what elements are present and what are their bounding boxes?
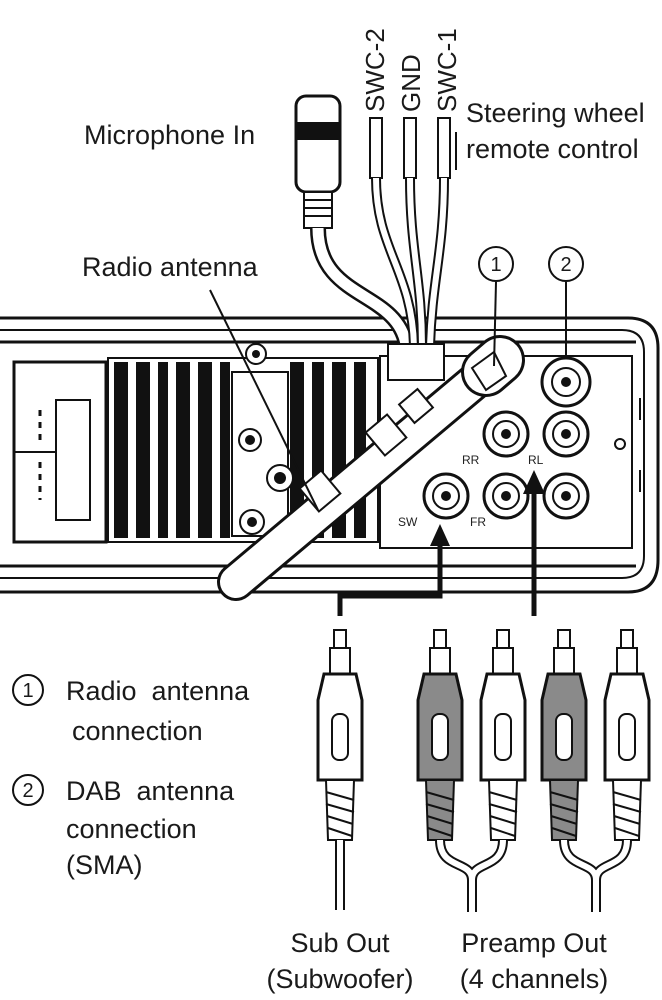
label-swc2: SWC-2 <box>360 28 390 112</box>
legend-number-2: 2 <box>22 780 33 802</box>
jack-rr <box>482 410 530 458</box>
jack-dab <box>540 356 592 408</box>
label-sub-out-line2: (Subwoofer) <box>266 964 413 994</box>
label-sub-out-line1: Sub Out <box>290 928 390 958</box>
label-steering-line2: remote control <box>466 134 639 164</box>
legend-text-1-line1: Radio antenna <box>66 676 250 706</box>
radio-antenna-cable <box>217 335 525 601</box>
legend-text-2-line3: (SMA) <box>66 850 143 880</box>
port-label-rl: RL <box>528 453 544 467</box>
port-label-sw: SW <box>398 515 418 529</box>
microphone-cable <box>294 94 414 347</box>
leader-callout-1 <box>493 281 497 367</box>
arrow-preamp-out <box>523 470 545 616</box>
leader-radio-antenna <box>209 289 319 511</box>
legend-text-2-line1: DAB antenna <box>66 776 235 806</box>
jack-rl <box>542 410 590 458</box>
label-preamp-out-line2: (4 channels) <box>460 964 609 994</box>
legend-number-1: 1 <box>22 680 33 702</box>
label-swc1: SWC-1 <box>432 28 462 112</box>
legend-text-2-line2: connection <box>66 814 197 844</box>
callout-number-1: 1 <box>490 254 501 276</box>
legend-item-2: 2 DAB antenna connection (SMA) <box>12 774 235 880</box>
jack-fl <box>542 472 590 520</box>
label-radio-antenna: Radio antenna <box>82 252 259 282</box>
label-microphone-in: Microphone In <box>84 120 255 150</box>
port-label-fr: FR <box>470 515 486 529</box>
preamp-out-cable-pair-1 <box>416 628 527 912</box>
callout-circle-2 <box>548 246 584 282</box>
jack-fr <box>482 472 530 520</box>
label-gnd: GND <box>396 54 426 112</box>
legend-circle-1 <box>12 674 44 706</box>
legend: 1 Radio antenna connection 2 DAB antenna… <box>12 674 250 880</box>
sub-out-cable <box>316 628 364 910</box>
port-label-rr: RR <box>462 453 480 467</box>
jack-sw <box>422 472 470 520</box>
legend-circle-2 <box>12 774 44 806</box>
legend-text-1-line2: connection <box>72 716 203 746</box>
callout-number-2: 2 <box>560 254 571 276</box>
heat-sink <box>107 343 379 543</box>
arrow-sub-out <box>337 524 450 616</box>
rca-jacks: RR RL SW FR <box>398 356 592 529</box>
label-preamp-out-line1: Preamp Out <box>461 928 607 958</box>
preamp-out-cable-pair-2 <box>540 628 651 912</box>
legend-item-1: 1 Radio antenna connection <box>12 674 250 746</box>
label-steering-line1: Steering wheel <box>466 98 645 128</box>
steering-wires <box>369 117 451 381</box>
callout-circle-1 <box>478 246 514 282</box>
